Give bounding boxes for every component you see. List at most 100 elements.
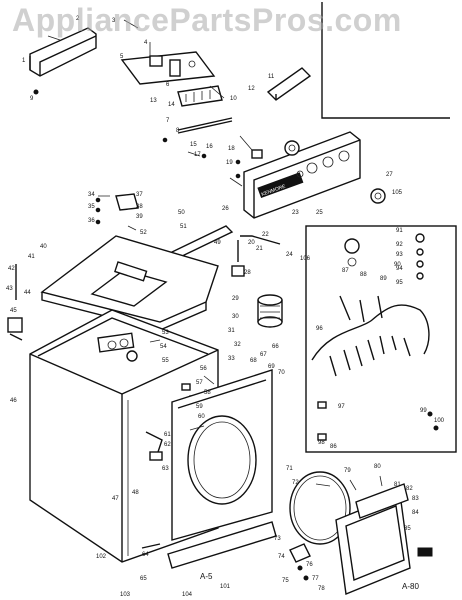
part-number-label: 15 <box>190 142 197 148</box>
door-hinge-part <box>289 543 311 581</box>
knob-parts <box>251 140 386 204</box>
part-number-label: 10 <box>230 96 237 102</box>
switch-block-part <box>120 51 216 85</box>
part-number-label: 83 <box>412 496 419 502</box>
part-number-label: 64 <box>142 552 149 558</box>
part-number-label: 67 <box>260 352 267 358</box>
part-number-label: 58 <box>204 390 211 396</box>
part-number-label: 22 <box>262 232 269 238</box>
rod-part <box>177 117 233 134</box>
part-number-label: 13 <box>150 98 157 104</box>
part-number-label: 97 <box>338 404 345 410</box>
part-number-label: 29 <box>232 296 239 302</box>
part-number-label: 16 <box>206 144 213 150</box>
part-number-label: 43 <box>6 286 13 292</box>
part-number-label: 65 <box>140 576 147 582</box>
part-number-label: 54 <box>160 344 167 350</box>
part-number-label: 95 <box>396 280 403 286</box>
wiring-harness-box <box>305 225 457 453</box>
leader-lines <box>47 19 383 491</box>
part-number-label: 4 <box>144 40 148 46</box>
part-number-label: 106 <box>300 256 311 262</box>
part-number-label: 33 <box>228 356 235 362</box>
part-number-label: 61 <box>164 432 171 438</box>
part-number-label: 74 <box>278 554 285 560</box>
corner-frame <box>321 2 450 119</box>
part-number-label: 11 <box>268 74 275 80</box>
part-number-label: 8 <box>176 128 180 134</box>
part-number-label: 41 <box>28 254 35 260</box>
part-number-label: 70 <box>278 370 285 376</box>
part-number-label: 99 <box>420 408 427 414</box>
part-number-label: 14 <box>168 102 175 108</box>
part-number-label: 28 <box>244 270 251 276</box>
part-number-label: 100 <box>434 418 445 424</box>
part-number-label: 71 <box>286 466 293 472</box>
part-number-label: 38 <box>136 204 143 210</box>
part-number-label: 69 <box>268 364 275 370</box>
part-number-label: 30 <box>232 314 239 320</box>
part-number-label: 66 <box>272 344 279 350</box>
part-number-label: 103 <box>120 592 131 598</box>
part-number-label: 49 <box>214 240 221 246</box>
part-number-label: 36 <box>88 218 95 224</box>
left-bracket-parts <box>7 264 23 341</box>
part-number-label: 78 <box>318 586 325 592</box>
part-number-label: 2 <box>76 16 80 22</box>
part-number-label: 85 <box>404 526 411 532</box>
part-number-label: 102 <box>96 554 107 560</box>
part-number-label: 40 <box>40 244 47 250</box>
part-number-label: 92 <box>396 242 403 248</box>
part-number-label: 76 <box>306 562 313 568</box>
cabinet-part <box>29 309 219 563</box>
part-number-label: 60 <box>198 414 205 420</box>
part-number-label: 63 <box>162 466 169 472</box>
part-number-label: 25 <box>316 210 323 216</box>
front-panel-part <box>171 369 273 541</box>
control-console-part: KENMORE <box>243 131 361 219</box>
screw-parts <box>95 137 241 225</box>
part-number-label: 72 <box>292 480 299 486</box>
part-number-label: 19 <box>226 160 233 166</box>
filter-part <box>231 265 283 328</box>
part-number-label: 48 <box>132 490 139 496</box>
part-number-label: 75 <box>282 578 289 584</box>
part-number-label: 27 <box>386 172 393 178</box>
cabinet-figure-ref: A-5 <box>200 572 213 581</box>
door-part <box>335 483 433 595</box>
part-number-label: 57 <box>196 380 203 386</box>
part-number-label: 42 <box>8 266 15 272</box>
toe-panel-part <box>141 521 277 569</box>
part-number-label: 56 <box>200 366 207 372</box>
part-number-label: 5 <box>120 54 124 60</box>
part-number-label: 88 <box>360 272 367 278</box>
part-number-label: 17 <box>194 152 201 158</box>
part-number-label: 24 <box>286 252 293 258</box>
part-number-label: 39 <box>136 214 143 220</box>
part-number-label: 21 <box>256 246 263 252</box>
part-number-label: 105 <box>392 190 403 196</box>
part-number-label: 35 <box>88 204 95 210</box>
part-number-label: 82 <box>406 486 413 492</box>
part-number-label: 3 <box>112 18 116 24</box>
part-number-label: 20 <box>248 240 255 246</box>
part-number-label: 94 <box>396 266 403 272</box>
part-number-label: 89 <box>380 276 387 282</box>
part-number-label: 96 <box>316 326 323 332</box>
part-number-label: 101 <box>220 584 231 590</box>
part-number-label: 7 <box>166 118 170 124</box>
part-number-label: 93 <box>396 252 403 258</box>
part-number-label: 104 <box>182 592 193 598</box>
part-number-label: 80 <box>374 464 381 470</box>
watermark-text: AppliancePartsPros.com <box>12 2 402 38</box>
part-number-label: 86 <box>330 444 337 450</box>
part-number-label: 32 <box>234 342 241 348</box>
part-number-label: 50 <box>178 210 185 216</box>
part-number-label: 45 <box>10 308 17 314</box>
trim-piece-part <box>266 67 312 101</box>
part-number-label: 84 <box>412 510 419 516</box>
pump-bracket-part <box>97 332 138 362</box>
